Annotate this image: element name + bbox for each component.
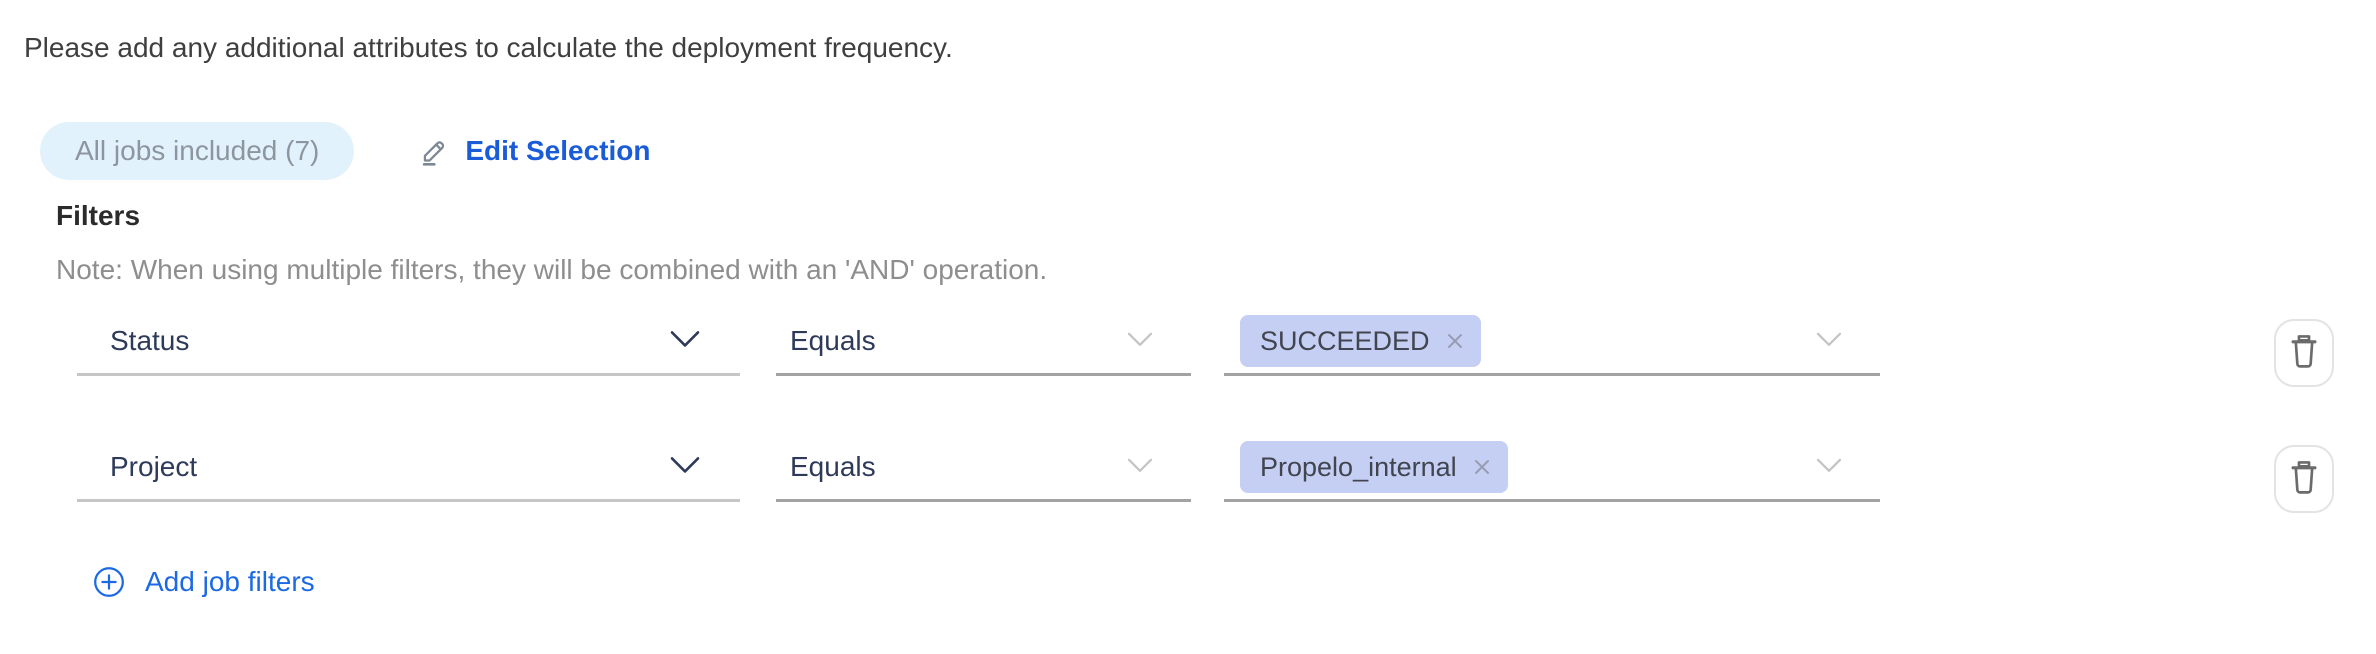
chevron-down-icon: [1127, 458, 1153, 478]
value-tag-label: Propelo_internal: [1260, 451, 1457, 482]
delete-filter-button[interactable]: [2274, 319, 2334, 387]
add-job-filters-label: Add job filters: [145, 566, 315, 597]
value-tag: Propelo_internal: [1240, 441, 1508, 493]
trash-icon: [2286, 332, 2322, 375]
filters-heading: Filters: [56, 200, 141, 231]
chevron-down-icon: [1816, 332, 1842, 352]
filters-note: Note: When using multiple filters, they …: [56, 254, 1048, 285]
edit-selection-label: Edit Selection: [465, 135, 651, 166]
jobs-selection-row: All jobs included (7) Edit Selection: [40, 122, 2376, 180]
chevron-down-icon: [1127, 332, 1153, 352]
x-icon[interactable]: [1472, 457, 1492, 477]
edit-selection-link[interactable]: Edit Selection: [418, 135, 651, 167]
pencil-icon: [418, 135, 450, 167]
attribute-select-value: Project: [110, 451, 198, 482]
attribute-select-value: Status: [110, 325, 190, 356]
value-select[interactable]: SUCCEEDED: [1224, 309, 1880, 376]
operator-select[interactable]: Equals: [776, 309, 1191, 376]
filter-row: Project Equals Propelo_internal: [77, 434, 2334, 513]
chevron-down-icon: [670, 330, 700, 353]
chevron-down-icon: [670, 456, 700, 479]
operator-select[interactable]: Equals: [776, 435, 1191, 502]
value-tag-label: SUCCEEDED: [1260, 325, 1430, 356]
value-select[interactable]: Propelo_internal: [1224, 435, 1880, 502]
circle-plus-icon: [91, 564, 127, 600]
operator-select-value: Equals: [790, 451, 876, 482]
attribute-select[interactable]: Project: [77, 435, 740, 502]
x-icon[interactable]: [1445, 331, 1465, 351]
delete-filter-button[interactable]: [2274, 445, 2334, 513]
chevron-down-icon: [1816, 458, 1842, 478]
add-job-filters-button[interactable]: Add job filters: [91, 564, 315, 600]
value-tag: SUCCEEDED: [1240, 315, 1481, 367]
intro-text: Please add any additional attributes to …: [24, 32, 953, 63]
all-jobs-included-badge: All jobs included (7): [40, 122, 355, 180]
attribute-select[interactable]: Status: [77, 309, 740, 376]
operator-select-value: Equals: [790, 325, 876, 356]
trash-icon: [2286, 458, 2322, 501]
filter-row: Status Equals SUCCEEDED: [77, 308, 2334, 387]
